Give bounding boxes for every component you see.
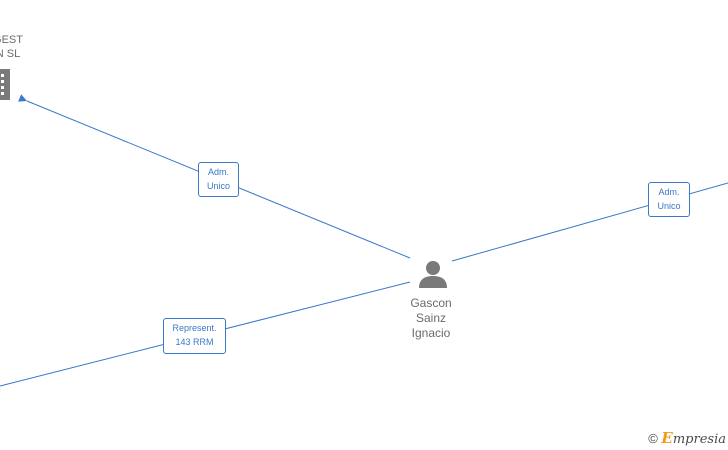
edge-label-represent: Represent. 143 RRM <box>163 318 226 354</box>
brand-rest: mpresia <box>672 432 726 447</box>
building-icon[interactable] <box>0 69 10 100</box>
edge-label-represent-line2: 143 RRM <box>175 337 214 347</box>
edge-label-adm-right: Adm. Unico <box>648 182 690 217</box>
copyright-icon: © <box>648 431 658 446</box>
person-name-line1: Gascon <box>410 296 452 310</box>
edge-label-represent-line1: Represent. <box>172 323 217 333</box>
edge-label-adm-right-line2: Unico <box>657 201 681 211</box>
company-name-line1: GEST <box>0 34 23 46</box>
person-icon[interactable] <box>419 261 447 288</box>
edge-label-adm-left-line1: Adm. <box>207 167 229 177</box>
brand-initial: E <box>661 429 673 447</box>
empresia-logo[interactable]: Empresia <box>661 429 726 447</box>
person-node-label[interactable]: Gascon Sainz Ignacio <box>400 296 462 341</box>
empresia-footer: © Empresia <box>648 429 726 447</box>
company-node-label[interactable]: GEST N SL <box>0 33 36 61</box>
person-name-line2: Sainz <box>415 311 447 325</box>
edge-label-adm-left: Adm. Unico <box>198 162 239 197</box>
company-name-line2: N SL <box>0 48 21 60</box>
edge-label-adm-left-line2: Unico <box>206 181 230 191</box>
person-name-line3: Ignacio <box>411 326 451 340</box>
edge-label-adm-right-line1: Adm. <box>658 187 680 197</box>
